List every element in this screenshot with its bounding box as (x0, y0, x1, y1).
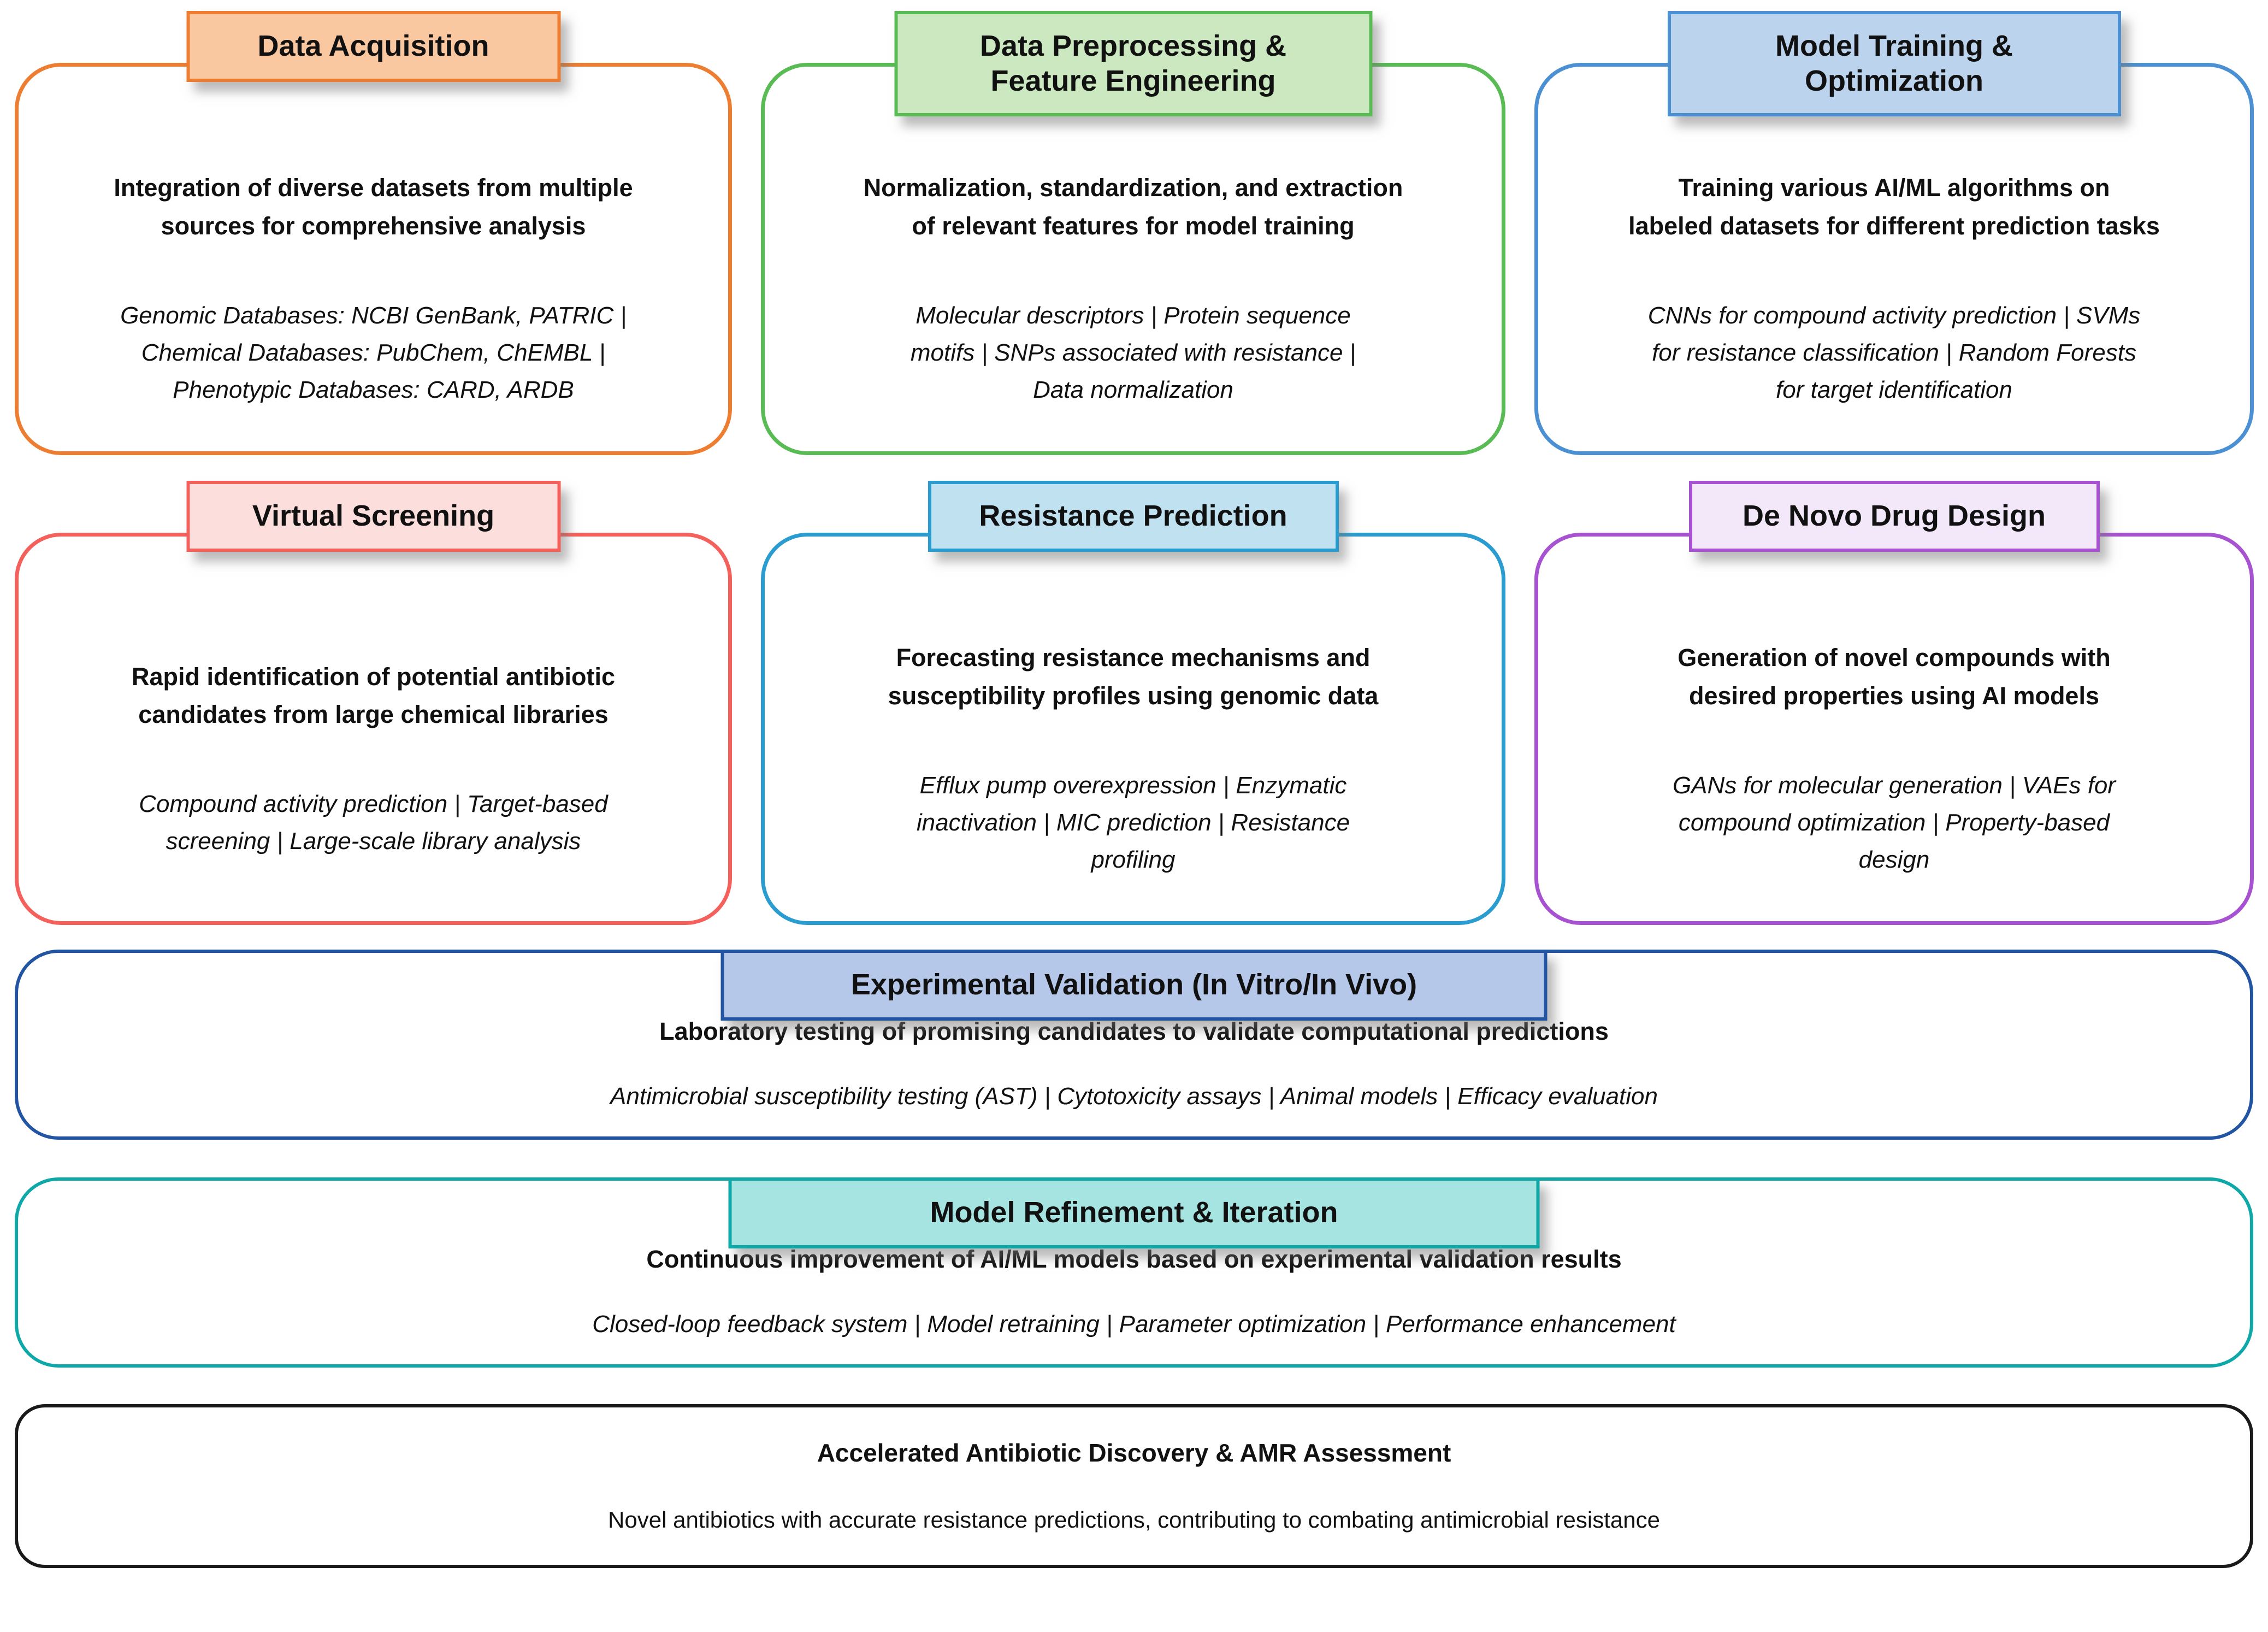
stage-outcome: Accelerated Antibiotic Discovery & AMR A… (15, 1404, 2253, 1568)
stage-summary: Rapid identification of potential antibi… (132, 662, 615, 729)
stage-summary: Generation of novel compounds with desir… (1678, 644, 2111, 710)
stage-header-de-novo-drug-design: De Novo Drug Design (1688, 481, 2100, 552)
stage-header-data-preprocessing: Data Preprocessing & Feature Engineering (894, 11, 1372, 117)
stage-de-novo-drug-design: De Novo Drug Design Generation of novel … (1534, 481, 2254, 925)
stage-header-model-refinement: Model Refinement & Iteration (728, 1177, 1540, 1248)
stage-data-acquisition: Data Acquisition Integration of diverse … (15, 11, 732, 455)
stage-header-virtual-screening: Virtual Screening (186, 481, 560, 552)
stage-box-model-training: Training various AI/ML algorithms on lab… (1534, 63, 2254, 455)
stage-box-resistance-prediction: Forecasting resistance mechanisms and su… (761, 533, 1505, 925)
stage-model-training: Model Training & Optimization Training v… (1534, 11, 2254, 455)
stage-header-model-training: Model Training & Optimization (1667, 11, 2121, 117)
stage-details: CNNs for compound activity prediction | … (1647, 302, 2141, 404)
stage-details: Genomic Databases: NCBI GenBank, PATRIC … (120, 302, 627, 404)
stage-summary: Forecasting resistance mechanisms and su… (888, 644, 1379, 710)
stage-data-preprocessing: Data Preprocessing & Feature Engineering… (761, 11, 1505, 455)
stage-resistance-prediction: Resistance Prediction Forecasting resist… (761, 481, 1505, 925)
stage-details: Closed-loop feedback system | Model retr… (592, 1310, 1676, 1338)
stage-details: Molecular descriptors | Protein sequence… (910, 302, 1356, 404)
stage-summary: Continuous improvement of AI/ML models b… (646, 1245, 1622, 1274)
stage-experimental-validation: Experimental Validation (In Vitro/In Viv… (15, 950, 2253, 1140)
stage-summary: Integration of diverse datasets from mul… (114, 174, 633, 240)
stage-model-refinement: Model Refinement & Iteration Continuous … (15, 1177, 2253, 1368)
stage-box-model-refinement: Continuous improvement of AI/ML models b… (15, 1177, 2253, 1368)
stage-row-top: Data Acquisition Integration of diverse … (0, 11, 2268, 455)
stage-header-experimental-validation: Experimental Validation (In Vitro/In Viv… (720, 950, 1548, 1021)
stage-box-de-novo-drug-design: Generation of novel compounds with desir… (1534, 533, 2254, 925)
stage-box-data-preprocessing: Normalization, standardization, and extr… (761, 63, 1505, 455)
outcome-title: Accelerated Antibiotic Discovery & AMR A… (817, 1439, 1451, 1468)
stage-details: GANs for molecular generation | VAEs for… (1672, 771, 2116, 874)
stage-box-data-acquisition: Integration of diverse datasets from mul… (15, 63, 732, 455)
stage-summary: Normalization, standardization, and extr… (863, 174, 1403, 240)
stage-details: Antimicrobial susceptibility testing (AS… (610, 1082, 1658, 1110)
stage-virtual-screening: Virtual Screening Rapid identification o… (15, 481, 732, 925)
stage-row-middle: Virtual Screening Rapid identification o… (0, 481, 2268, 925)
stage-details: Efflux pump overexpression | Enzymatic i… (916, 771, 1350, 874)
outcome-subtitle: Novel antibiotics with accurate resistan… (608, 1507, 1660, 1533)
stage-header-resistance-prediction: Resistance Prediction (928, 481, 1339, 552)
stage-summary: Training various AI/ML algorithms on lab… (1628, 174, 2160, 240)
stage-summary: Laboratory testing of promising candidat… (659, 1017, 1609, 1046)
stage-details: Compound activity prediction | Target-ba… (139, 791, 608, 855)
stage-box-virtual-screening: Rapid identification of potential antibi… (15, 533, 732, 925)
stage-header-data-acquisition: Data Acquisition (186, 11, 560, 82)
